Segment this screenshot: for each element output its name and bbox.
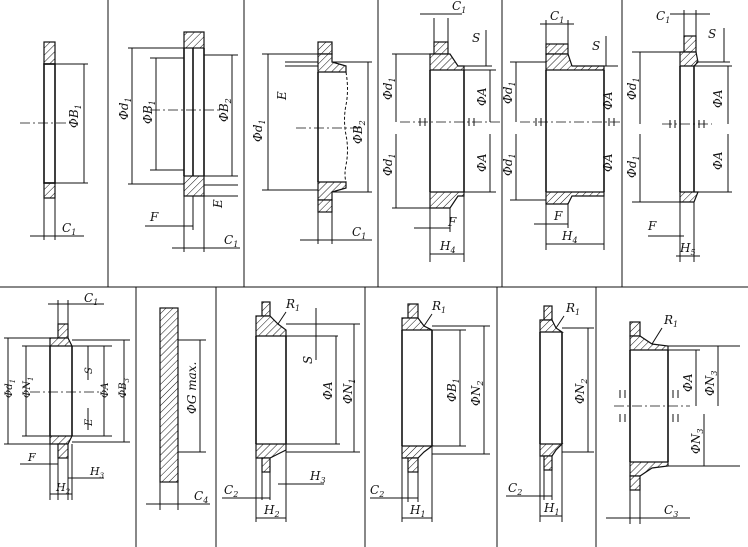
dim-n2: ΦN2 [469,381,485,406]
dim-f: F [149,210,159,224]
dim-d1-bottom: Φd1 [381,153,397,176]
dim-s: S [472,31,480,45]
dim-h3: H3 [309,469,326,485]
dim-n3-bottom: ΦN3 [689,429,705,454]
dim-c1: C1 [62,221,76,237]
dim-b2: ΦB2 [351,120,367,144]
dim-a-top: ΦA [601,91,615,110]
dim-c3: C3 [664,503,678,519]
dim-n3-top: ΦN3 [703,371,719,396]
panel-12-flanged-spool: R1 ΦA ΦN3 ΦN3 C3 [606,313,740,524]
dim-c1: C1 [452,0,466,15]
flange-section-top [43,41,56,65]
panel-6-lapped-flange: C1 S Φd1 ΦA Φd1 ΦA F H5 [625,9,732,262]
dim-r1: R1 [285,297,300,313]
dim-a-bottom: ΦA [475,153,489,172]
dim-h1: H1 [409,503,426,519]
dim-c2: C2 [508,481,522,497]
gasket-section [159,307,179,483]
dim-d1: Φd1 [117,97,133,120]
dim-f: F [553,209,563,223]
dim-d1-top: Φd1 [625,77,641,100]
dim-f: F [647,219,657,233]
dim-h1: H1 [543,501,560,517]
dim-a-bottom: ΦA [601,153,615,172]
dim-c1: C1 [224,233,238,249]
dim-c1: C1 [352,225,366,241]
dim-d1-bottom: Φd1 [625,155,641,178]
dim-n2: ΦN2 [573,379,589,404]
dim-s: S [708,27,716,41]
dim-b1: ΦB1 [445,378,461,402]
dim-a: ΦA [681,373,695,392]
dim-d1-top: Φd1 [501,81,517,104]
dim-f: F [447,215,457,229]
dim-d1-bottom: Φd1 [501,153,517,176]
dim-c4: C4 [194,489,208,505]
dim-e: E [84,418,95,427]
panel-1-blind-flange: ΦB1 C1 [20,41,88,240]
dim-a: ΦA [321,381,335,400]
dim-s: S [301,356,315,364]
panel-9-welding-neck-raised: R1 S ΦA ΦN1 H3 C2 H2 [222,297,360,522]
dim-s: S [592,39,600,53]
dim-b1: ΦB1 [67,104,83,128]
dim-r1: R1 [431,299,446,315]
dim-h4: H4 [561,229,578,245]
dim-f: F [27,451,36,464]
dim-d1: Φd1 [4,379,17,398]
dim-n1: ΦN1 [22,377,35,398]
panel-7-slip-on-flange: C1 Φd1 ΦN1 S ΦA ΦB3 E F H3 H2 [4,291,131,500]
dim-h4: H4 [439,239,456,255]
dim-a: ΦA [100,383,111,398]
panel-3-welding-neck: Φd1 E ΦB2 C1 [251,41,372,244]
flange-section-bottom [43,182,56,199]
dim-c2: C2 [370,483,384,499]
panel-2-loose-flange: Φd1 ΦB1 ΦB2 E F C1 [117,31,240,252]
dim-b2: ΦB2 [217,98,233,122]
panel-8-gasket: ΦG max. C4 [146,307,210,510]
dim-d1: Φd1 [251,119,267,142]
dim-h2: H2 [55,481,71,496]
flange-section-top [183,31,205,49]
dim-h5: H5 [679,241,696,257]
dim-c1: C1 [656,9,670,25]
dim-d1-top: Φd1 [381,77,397,100]
panel-10-weld-neck-b1: R1 ΦB1 ΦN2 C2 H1 [370,299,490,522]
dim-e: E [211,199,225,209]
dim-b1: ΦB1 [141,100,157,124]
dim-g-max: ΦG max. [185,362,199,414]
dim-a-top: ΦA [711,89,725,108]
dim-n1: ΦN1 [341,379,357,404]
panel-11-weld-neck-n2: R1 ΦN2 C2 H1 [506,301,594,522]
dim-r1: R1 [565,301,580,317]
panel-4-slip-on-hub: C1 S Φd1 ΦA Φd1 ΦA F H4 [381,0,500,262]
dim-c1: C1 [84,291,98,307]
dim-a-top: ΦA [475,87,489,106]
dim-c2: C2 [224,483,238,499]
dim-s: S [84,367,95,374]
dim-r1: R1 [663,313,678,329]
panel-5-slip-on-plate: C1 S Φd1 ΦA Φd1 ΦA F H4 [501,9,622,250]
flange-section-bottom [183,175,205,197]
dim-b3: ΦB3 [118,377,131,398]
dim-h3: H3 [89,465,105,480]
dim-e: E [275,91,289,101]
dim-h2: H2 [263,503,280,519]
dim-c1: C1 [550,9,564,25]
dim-a-bottom: ΦA [711,151,725,170]
